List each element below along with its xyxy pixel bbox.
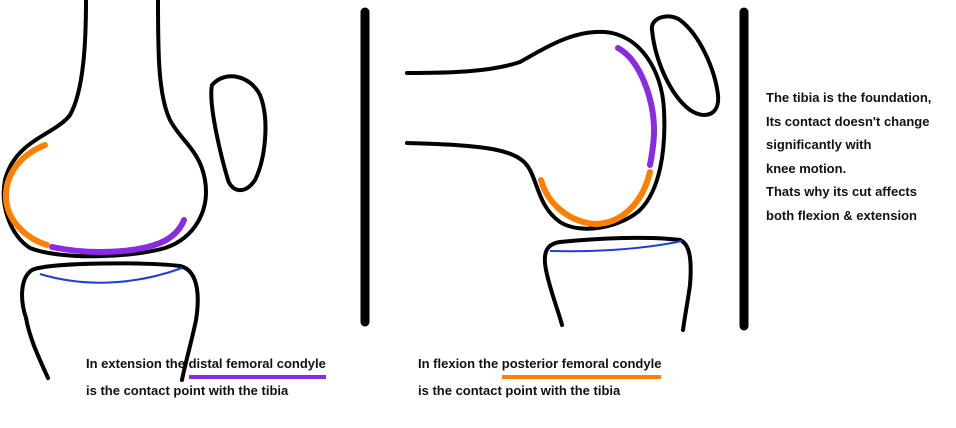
patella-extension xyxy=(209,74,268,193)
distal-condyle-mark-flexion xyxy=(615,45,658,168)
extension-caption-line2: is the contact point with the tibia xyxy=(86,383,289,398)
extension-caption-highlight: distal femoral condyle xyxy=(188,352,326,379)
femur-flexion xyxy=(405,29,667,231)
patella-flexion xyxy=(649,14,721,117)
flexion-caption-line2: is the contact point with the tibia xyxy=(418,383,621,398)
distal-condyle-mark-extension xyxy=(49,217,187,255)
femur-extension xyxy=(1,0,208,259)
extension-caption-line1: In extension the distal femoral condyle xyxy=(86,352,326,379)
extension-caption: In extension the distal femoral condyle … xyxy=(86,352,326,402)
side-note-line: The tibia is the foundation, xyxy=(766,90,932,105)
posterior-condyle-mark-extension xyxy=(2,142,50,248)
extension-caption-prefix: In extension the xyxy=(86,356,189,371)
flexion-caption-prefix: In flexion the xyxy=(418,356,502,371)
flexion-caption-line1: In flexion the posterior femoral condyle xyxy=(418,352,662,379)
side-note-line: Thats why its cut affects xyxy=(766,184,917,199)
flexion-caption-highlight: posterior femoral condyle xyxy=(501,352,662,379)
tibial-surface-flexion xyxy=(549,240,683,253)
extension-panel xyxy=(1,0,268,382)
flexion-panel xyxy=(405,14,721,332)
tibia-extension xyxy=(20,261,200,382)
side-note-line: knee motion. xyxy=(766,160,847,176)
side-note-line: Its contact doesn't change xyxy=(766,113,930,129)
flexion-caption: In flexion the posterior femoral condyle… xyxy=(418,352,662,402)
tibia-flexion xyxy=(542,235,693,332)
side-note-line: significantly with xyxy=(766,137,872,152)
posterior-condyle-mark-flexion xyxy=(538,169,653,228)
tibia-side-note: The tibia is the foundation, Its contact… xyxy=(766,86,956,227)
side-note-line: both flexion & extension xyxy=(766,207,917,223)
tibial-surface-extension xyxy=(39,267,183,284)
